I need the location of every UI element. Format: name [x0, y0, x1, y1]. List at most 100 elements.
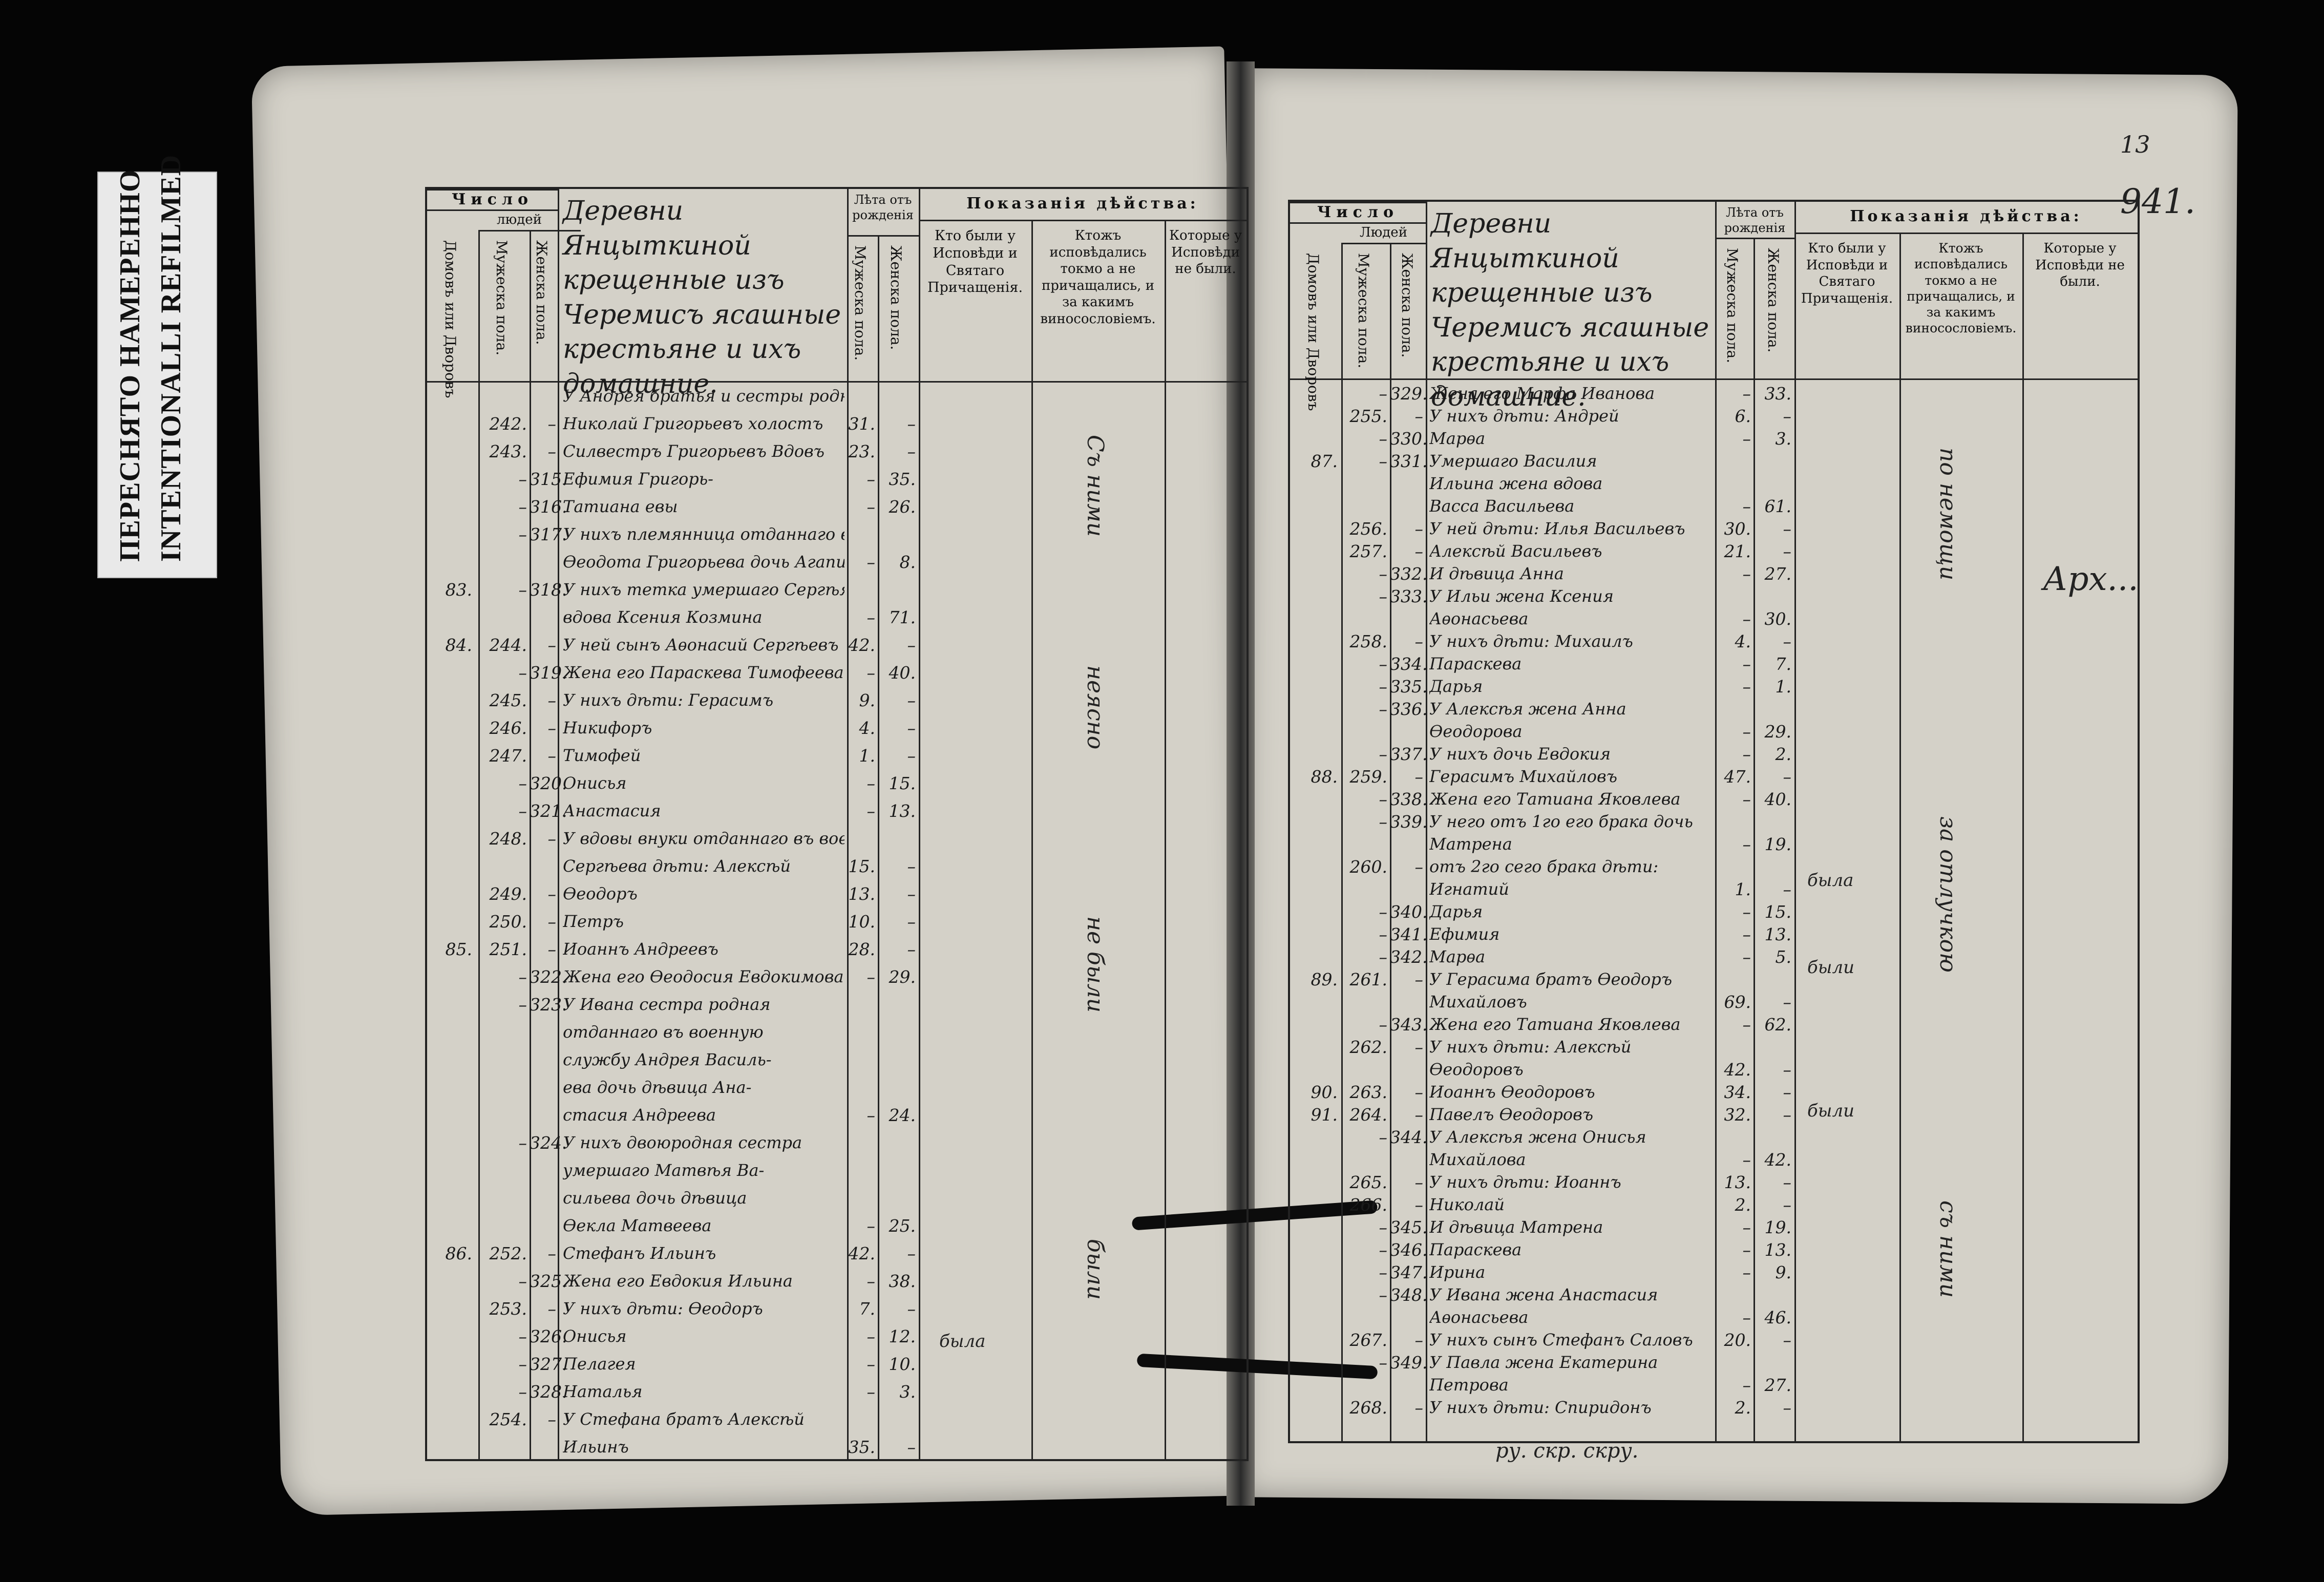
male-number: –: [1379, 744, 1388, 764]
male-age: 30.: [1724, 519, 1751, 539]
male-age: –: [867, 801, 876, 821]
col-divider: [558, 189, 559, 1459]
female-age: 2.: [1775, 744, 1792, 764]
col-divider: [1341, 243, 1343, 1441]
female-number: 318.: [530, 580, 567, 600]
male-age: –: [1742, 384, 1751, 404]
female-number: 324.: [530, 1133, 567, 1153]
female-number: –: [1414, 519, 1424, 539]
male-age: –: [1742, 1240, 1751, 1260]
female-age: –: [907, 1243, 916, 1263]
male-age: 10.: [848, 912, 875, 932]
header-rule: [919, 220, 1246, 221]
table-row: –320.Онисья–15.: [427, 773, 1246, 796]
male-age: –: [867, 773, 876, 793]
female-age: 8.: [899, 552, 916, 572]
female-age: –: [1783, 541, 1792, 561]
col-divider: [1753, 238, 1755, 1441]
female-number: –: [547, 829, 557, 849]
house-number: 89.: [1311, 969, 1338, 989]
person-entry: Ефимия Григорь-: [563, 469, 713, 489]
person-entry: Ильина жена вдова: [1429, 474, 1603, 493]
table-row: –319.Жена его Параскева Тимофеева–40.: [427, 663, 1246, 685]
female-number: 317.: [530, 524, 567, 544]
female-age: 12.: [889, 1326, 916, 1346]
female-number: –: [547, 884, 557, 904]
male-age: 47.: [1724, 767, 1751, 787]
male-number: 266.: [1349, 1195, 1387, 1215]
person-entry: Михайлова: [1429, 1150, 1526, 1169]
person-entry: Марѳа: [1429, 947, 1486, 966]
male-age: 20.: [1724, 1330, 1751, 1350]
table-row: –326.Онисья–12.: [427, 1326, 1246, 1349]
table-row: –345.И дѣвица Матрена–19.: [1290, 1217, 2138, 1240]
male-age: –: [1742, 564, 1751, 584]
folio-number: 941.: [2120, 182, 2195, 221]
male-number: –: [1379, 947, 1388, 967]
male-number: –: [1379, 1285, 1388, 1305]
male-number: 257.: [1349, 541, 1387, 561]
male-age: –: [867, 1354, 876, 1374]
header-rule: [427, 189, 558, 191]
male-number: –: [1379, 654, 1388, 674]
female-age: –: [907, 690, 916, 710]
male-number: –: [1379, 812, 1388, 832]
male-age: –: [1742, 722, 1751, 742]
table-row: –327.Пелагея–10.: [427, 1354, 1246, 1377]
female-number: –: [1414, 1195, 1424, 1215]
female-number: 340.: [1390, 902, 1428, 922]
table-row: –336.У Алексѣя жена Анна: [1290, 699, 2138, 722]
table-row: –325.Жена его Евдокия Ильина–38.: [427, 1271, 1246, 1294]
table-row: 262.–У нихъ дѣти: Алексѣй: [1290, 1037, 2138, 1060]
male-number: 249.: [489, 884, 527, 904]
person-entry: Алексѣй Васильевъ: [1429, 541, 1602, 561]
female-number: 331.: [1390, 451, 1428, 471]
person-entry: Жена его Татиана Яковлева: [1429, 1015, 1681, 1034]
male-age: 15.: [848, 856, 875, 876]
female-number: 325.: [530, 1271, 567, 1291]
male-age: 6.: [1735, 406, 1751, 426]
note-byli: были: [1807, 957, 1854, 978]
female-number: –: [1414, 1398, 1424, 1418]
footer-signature: ру. скр. скру.: [1495, 1439, 1639, 1463]
header-pokazaniya: Показанія дѣйства:: [1850, 207, 2082, 225]
header-chislo: Число: [1317, 203, 1399, 221]
female-number: –: [547, 718, 557, 738]
female-age: –: [1783, 1398, 1792, 1418]
male-age: –: [867, 663, 876, 683]
female-number: –: [1414, 767, 1424, 787]
male-age: 2.: [1735, 1398, 1751, 1418]
table-row: –334.Параскева–7.: [1290, 654, 2138, 677]
table-row: –330.Марѳа–3.: [1290, 429, 2138, 451]
col-divider: [847, 189, 849, 1459]
header-lyudei: людей: [497, 212, 542, 227]
female-age: 27.: [1764, 564, 1791, 584]
female-age: –: [1783, 879, 1792, 899]
male-age: 4.: [1735, 631, 1751, 651]
male-number: –: [518, 801, 527, 821]
person-entry: Ѳеодота Григорьева дочь Агапина: [563, 552, 844, 572]
female-number: –: [1414, 631, 1424, 651]
female-number: –: [1414, 857, 1424, 877]
col-divider: [1390, 243, 1391, 1441]
female-age: 40.: [889, 663, 916, 683]
female-number: 338.: [1390, 789, 1428, 809]
table-row: 89.261.–У Герасима братъ Ѳеодоръ: [1290, 969, 2138, 992]
table-row: 248.–У вдовы внуки отданнаго въ военную …: [427, 829, 1246, 851]
female-age: 29.: [889, 967, 916, 987]
female-number: 330.: [1390, 429, 1428, 449]
female-number: –: [1414, 1082, 1424, 1102]
table-row: –343.Жена его Татиана Яковлева–62.: [1290, 1015, 2138, 1037]
house-number: 86.: [445, 1243, 472, 1263]
table-row: Ильина жена вдова: [1290, 474, 2138, 496]
table-row: Аѳонасьева–30.: [1290, 609, 2138, 631]
header-leta-m: Мужеска пола.: [852, 245, 869, 361]
male-number: 246.: [489, 718, 527, 738]
table-row: –348.У Ивана жена Анастасия: [1290, 1285, 2138, 1307]
